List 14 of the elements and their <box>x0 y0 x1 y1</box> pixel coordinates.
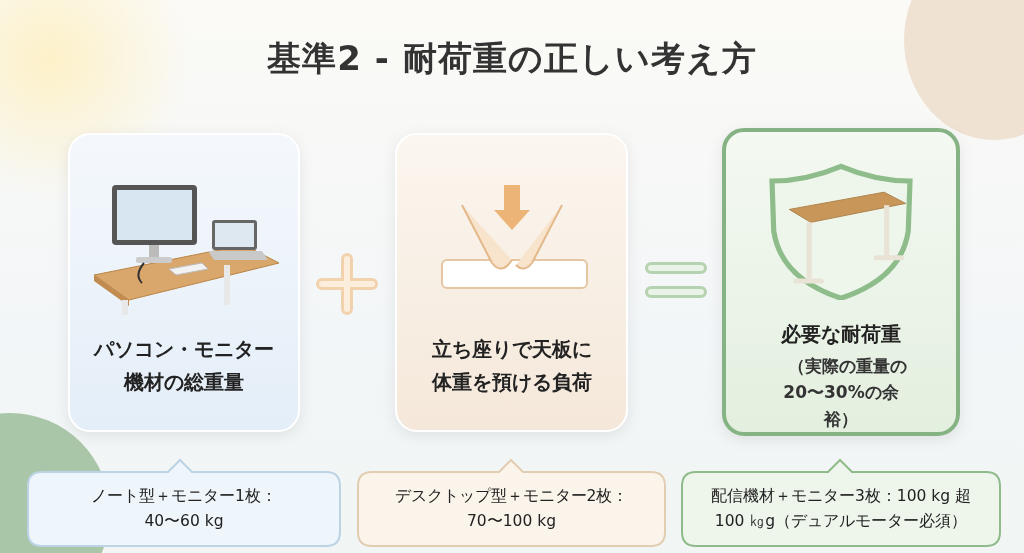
callout-bubble <box>28 460 340 546</box>
card-heading: 必要な耐荷重 <box>780 320 902 348</box>
card <box>722 128 960 436</box>
callout-bubble <box>682 460 1000 546</box>
callout-bubble <box>358 460 665 546</box>
card-heading: 立ち座りで天板に体重を預ける負荷 <box>430 336 593 396</box>
title: 基準2 - 耐荷重の正しい考え方 <box>266 37 758 80</box>
card-note: （実際の重量の20〜30%の余裕） <box>782 354 908 431</box>
card <box>68 133 300 432</box>
callout-text: ノート型＋モニター1枚：40〜60 kg <box>90 486 278 532</box>
callout-text: デスクトップ型＋モニター2枚：70〜100 kg <box>393 486 630 532</box>
callout-text: 配信機材＋モニター3枚：100 kg 超100 ㎏g（デュアルモーター必須） <box>709 486 973 532</box>
card <box>395 133 628 432</box>
card-heading: パソコン・モニター機材の総重量 <box>92 336 275 396</box>
